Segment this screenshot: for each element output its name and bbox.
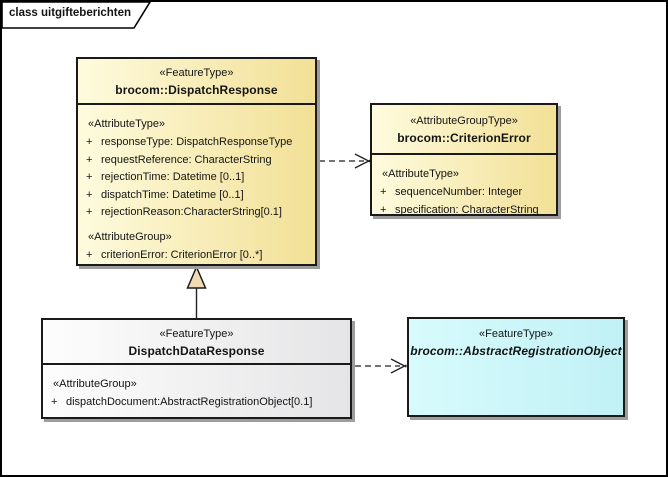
attribute-row: + specification: CharacterString (372, 202, 556, 220)
frame-title-tab-shape (1, 1, 152, 29)
class-box-abstract-registration-object[interactable]: «FeatureType» brocom::AbstractRegistrati… (407, 317, 625, 417)
visibility-symbol: + (86, 206, 93, 218)
attribute-text: sequenceNumber: Integer (395, 186, 523, 198)
section-label-attributegroup: «AttributeGroup» (88, 230, 172, 243)
section-label-attributegroup: «AttributeGroup» (53, 378, 137, 390)
attribute-row: + dispatchTime: Datetime [0..1] (78, 187, 315, 205)
attribute-row: + responseType: DispatchResponseType (78, 134, 315, 152)
stereotype-label: «FeatureType» (479, 328, 553, 340)
generalization-dispatchdataresponse-dispatchresponse[interactable] (186, 265, 207, 318)
class-header: «FeatureType» brocom::DispatchResponse (78, 59, 315, 105)
attribute-text: rejectionTime: Datetime [0..1] (101, 171, 245, 183)
visibility-symbol: + (51, 396, 58, 408)
attributes-compartment: «AttributeGroup» + dispatchDocument:Abst… (43, 376, 350, 412)
dependency-dispatchresponse-criterionerror[interactable] (319, 153, 371, 169)
class-name: brocom::CriterionError (397, 131, 531, 145)
attribute-text: criterionError: CriterionError [0..*] (101, 248, 263, 261)
class-name: DispatchDataResponse (128, 344, 265, 358)
attribute-text: responseType: DispatchResponseType (101, 136, 293, 148)
stereotype-label: «FeatureType» (159, 67, 234, 79)
attribute-text: dispatchDocument:AbstractRegistrationObj… (66, 396, 313, 408)
attribute-row: + dispatchDocument:AbstractRegistrationO… (43, 394, 350, 412)
attribute-row: + rejectionTime: Datetime [0..1] (78, 169, 315, 187)
class-header: «AttributeGroupType» brocom::CriterionEr… (372, 105, 556, 155)
attribute-row: + sequenceNumber: Integer (372, 184, 556, 202)
stereotype-label: «AttributeGroupType» (410, 115, 518, 127)
visibility-symbol: + (86, 171, 93, 183)
class-header: «FeatureType» brocom::AbstractRegistrati… (409, 319, 623, 365)
attribute-row: + criterionError: CriterionError [0..*] (78, 247, 315, 265)
dependency-dispatchdataresponse-abstractregistrationobject[interactable] (355, 358, 407, 374)
attribute-row: + rejectionReason:CharacterString[0.1] (78, 204, 315, 222)
class-name: brocom::DispatchResponse (115, 83, 278, 97)
class-box-dispatch-response[interactable]: «FeatureType» brocom::DispatchResponse «… (76, 57, 317, 266)
visibility-symbol: + (86, 188, 93, 201)
visibility-symbol: + (86, 136, 93, 148)
attribute-text: requestReference: CharacterString (101, 153, 272, 166)
visibility-symbol: + (380, 203, 387, 216)
visibility-symbol: + (86, 248, 93, 261)
section-label-attributetype: «AttributeType» (88, 118, 166, 130)
section-label-attributetype: «AttributeType» (382, 168, 460, 180)
frame-title: class uitgifteberichten (9, 7, 132, 19)
attributes-compartment: «AttributeType» + responseType: Dispatch… (78, 116, 315, 264)
class-name: brocom::AbstractRegistrationObject (410, 344, 622, 358)
visibility-symbol: + (86, 153, 93, 166)
stereotype-label: «FeatureType» (159, 328, 234, 340)
attribute-text: dispatchTime: Datetime [0..1] (101, 188, 244, 201)
attribute-text: specification: CharacterString (395, 203, 539, 216)
class-box-criterion-error[interactable]: «AttributeGroupType» brocom::CriterionEr… (370, 103, 558, 216)
class-header: «FeatureType» DispatchDataResponse (43, 320, 350, 365)
attribute-text: rejectionReason:CharacterString[0.1] (101, 206, 282, 218)
generalization-triangle-icon (186, 265, 207, 289)
visibility-symbol: + (380, 186, 387, 198)
attributes-compartment: «AttributeType» + sequenceNumber: Intege… (372, 166, 556, 219)
class-box-dispatch-data-response[interactable]: «FeatureType» DispatchDataResponse «Attr… (41, 318, 352, 419)
attribute-row: + requestReference: CharacterString (78, 152, 315, 170)
